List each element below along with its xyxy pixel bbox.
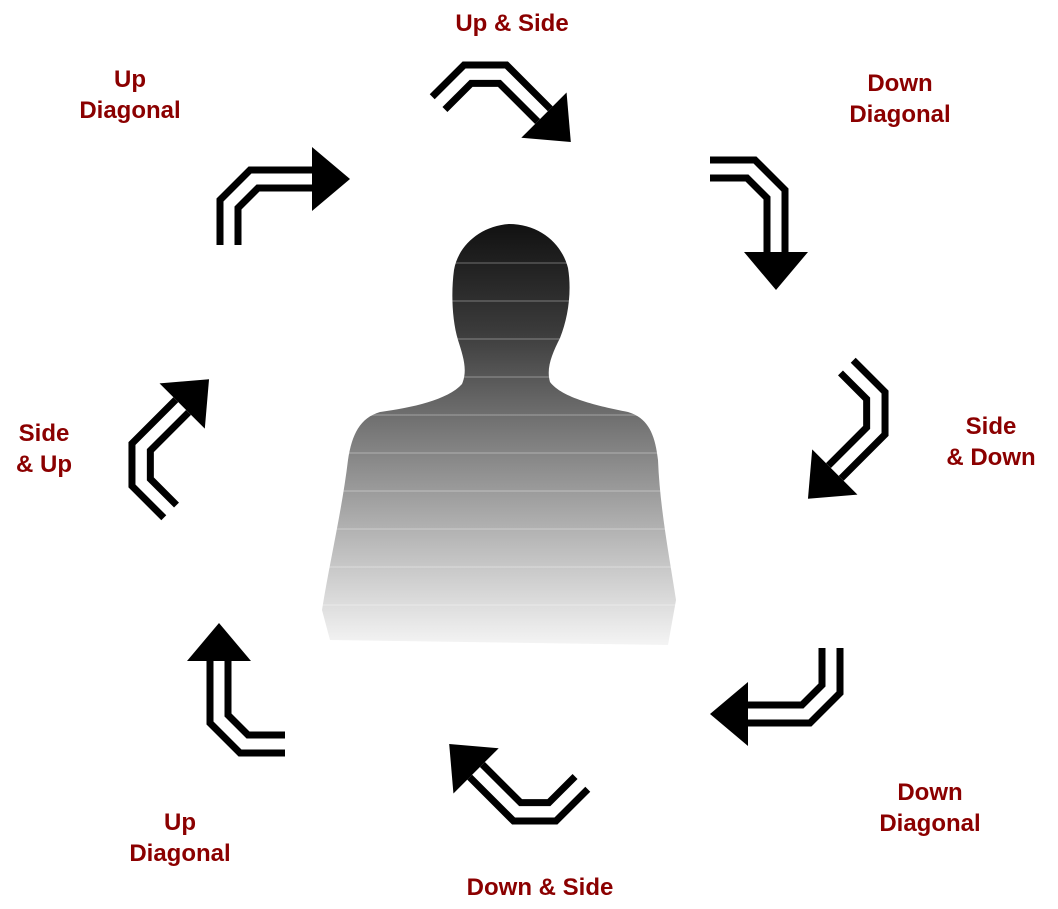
- label-up-diagonal-top-left-line-2: Diagonal: [45, 95, 215, 126]
- label-side-and-down-line-1: Side: [925, 411, 1057, 442]
- label-down-diagonal-top-right: Down Diagonal: [815, 68, 985, 130]
- label-down-diagonal-bottom-right-line-2: Diagonal: [845, 808, 1015, 839]
- label-down-diagonal-bottom-right-line-1: Down: [845, 777, 1015, 808]
- label-up-diagonal-bottom-left-line-1: Up: [95, 807, 265, 838]
- label-down-diagonal-top-right-line-1: Down: [815, 68, 985, 99]
- arrow-down-diagonal-bottom-right-icon: [710, 648, 840, 746]
- arrow-side-and-up-icon: [94, 357, 255, 518]
- label-up-diagonal-bottom-left: Up Diagonal: [95, 807, 265, 869]
- label-down-diagonal-bottom-right: Down Diagonal: [845, 777, 1015, 839]
- arrow-up-and-side-icon: [432, 27, 593, 188]
- arrow-side-and-down-icon: [761, 360, 922, 521]
- label-up-and-side: Up & Side: [412, 8, 612, 39]
- label-down-and-side-line-1: Down & Side: [430, 872, 650, 903]
- person-silhouette-icon: [322, 224, 676, 645]
- arrow-up-diagonal-top-left-icon: [220, 147, 350, 245]
- label-side-and-up-line-1: Side: [0, 418, 88, 449]
- label-down-diagonal-top-right-line-2: Diagonal: [815, 99, 985, 130]
- label-down-and-side: Down & Side: [430, 872, 650, 903]
- label-side-and-up: Side & Up: [0, 418, 88, 480]
- arrow-up-diagonal-bottom-left-icon: [187, 623, 285, 753]
- label-up-diagonal-top-left-line-1: Up: [45, 64, 215, 95]
- label-side-and-down: Side & Down: [925, 411, 1057, 473]
- label-side-and-up-line-2: & Up: [0, 449, 88, 480]
- label-up-and-side-line-1: Up & Side: [412, 8, 612, 39]
- label-side-and-down-line-2: & Down: [925, 442, 1057, 473]
- arrow-down-diagonal-top-right-icon: [710, 160, 808, 290]
- label-up-diagonal-bottom-left-line-2: Diagonal: [95, 838, 265, 869]
- label-up-diagonal-top-left: Up Diagonal: [45, 64, 215, 126]
- arrow-down-and-side-icon: [427, 697, 588, 858]
